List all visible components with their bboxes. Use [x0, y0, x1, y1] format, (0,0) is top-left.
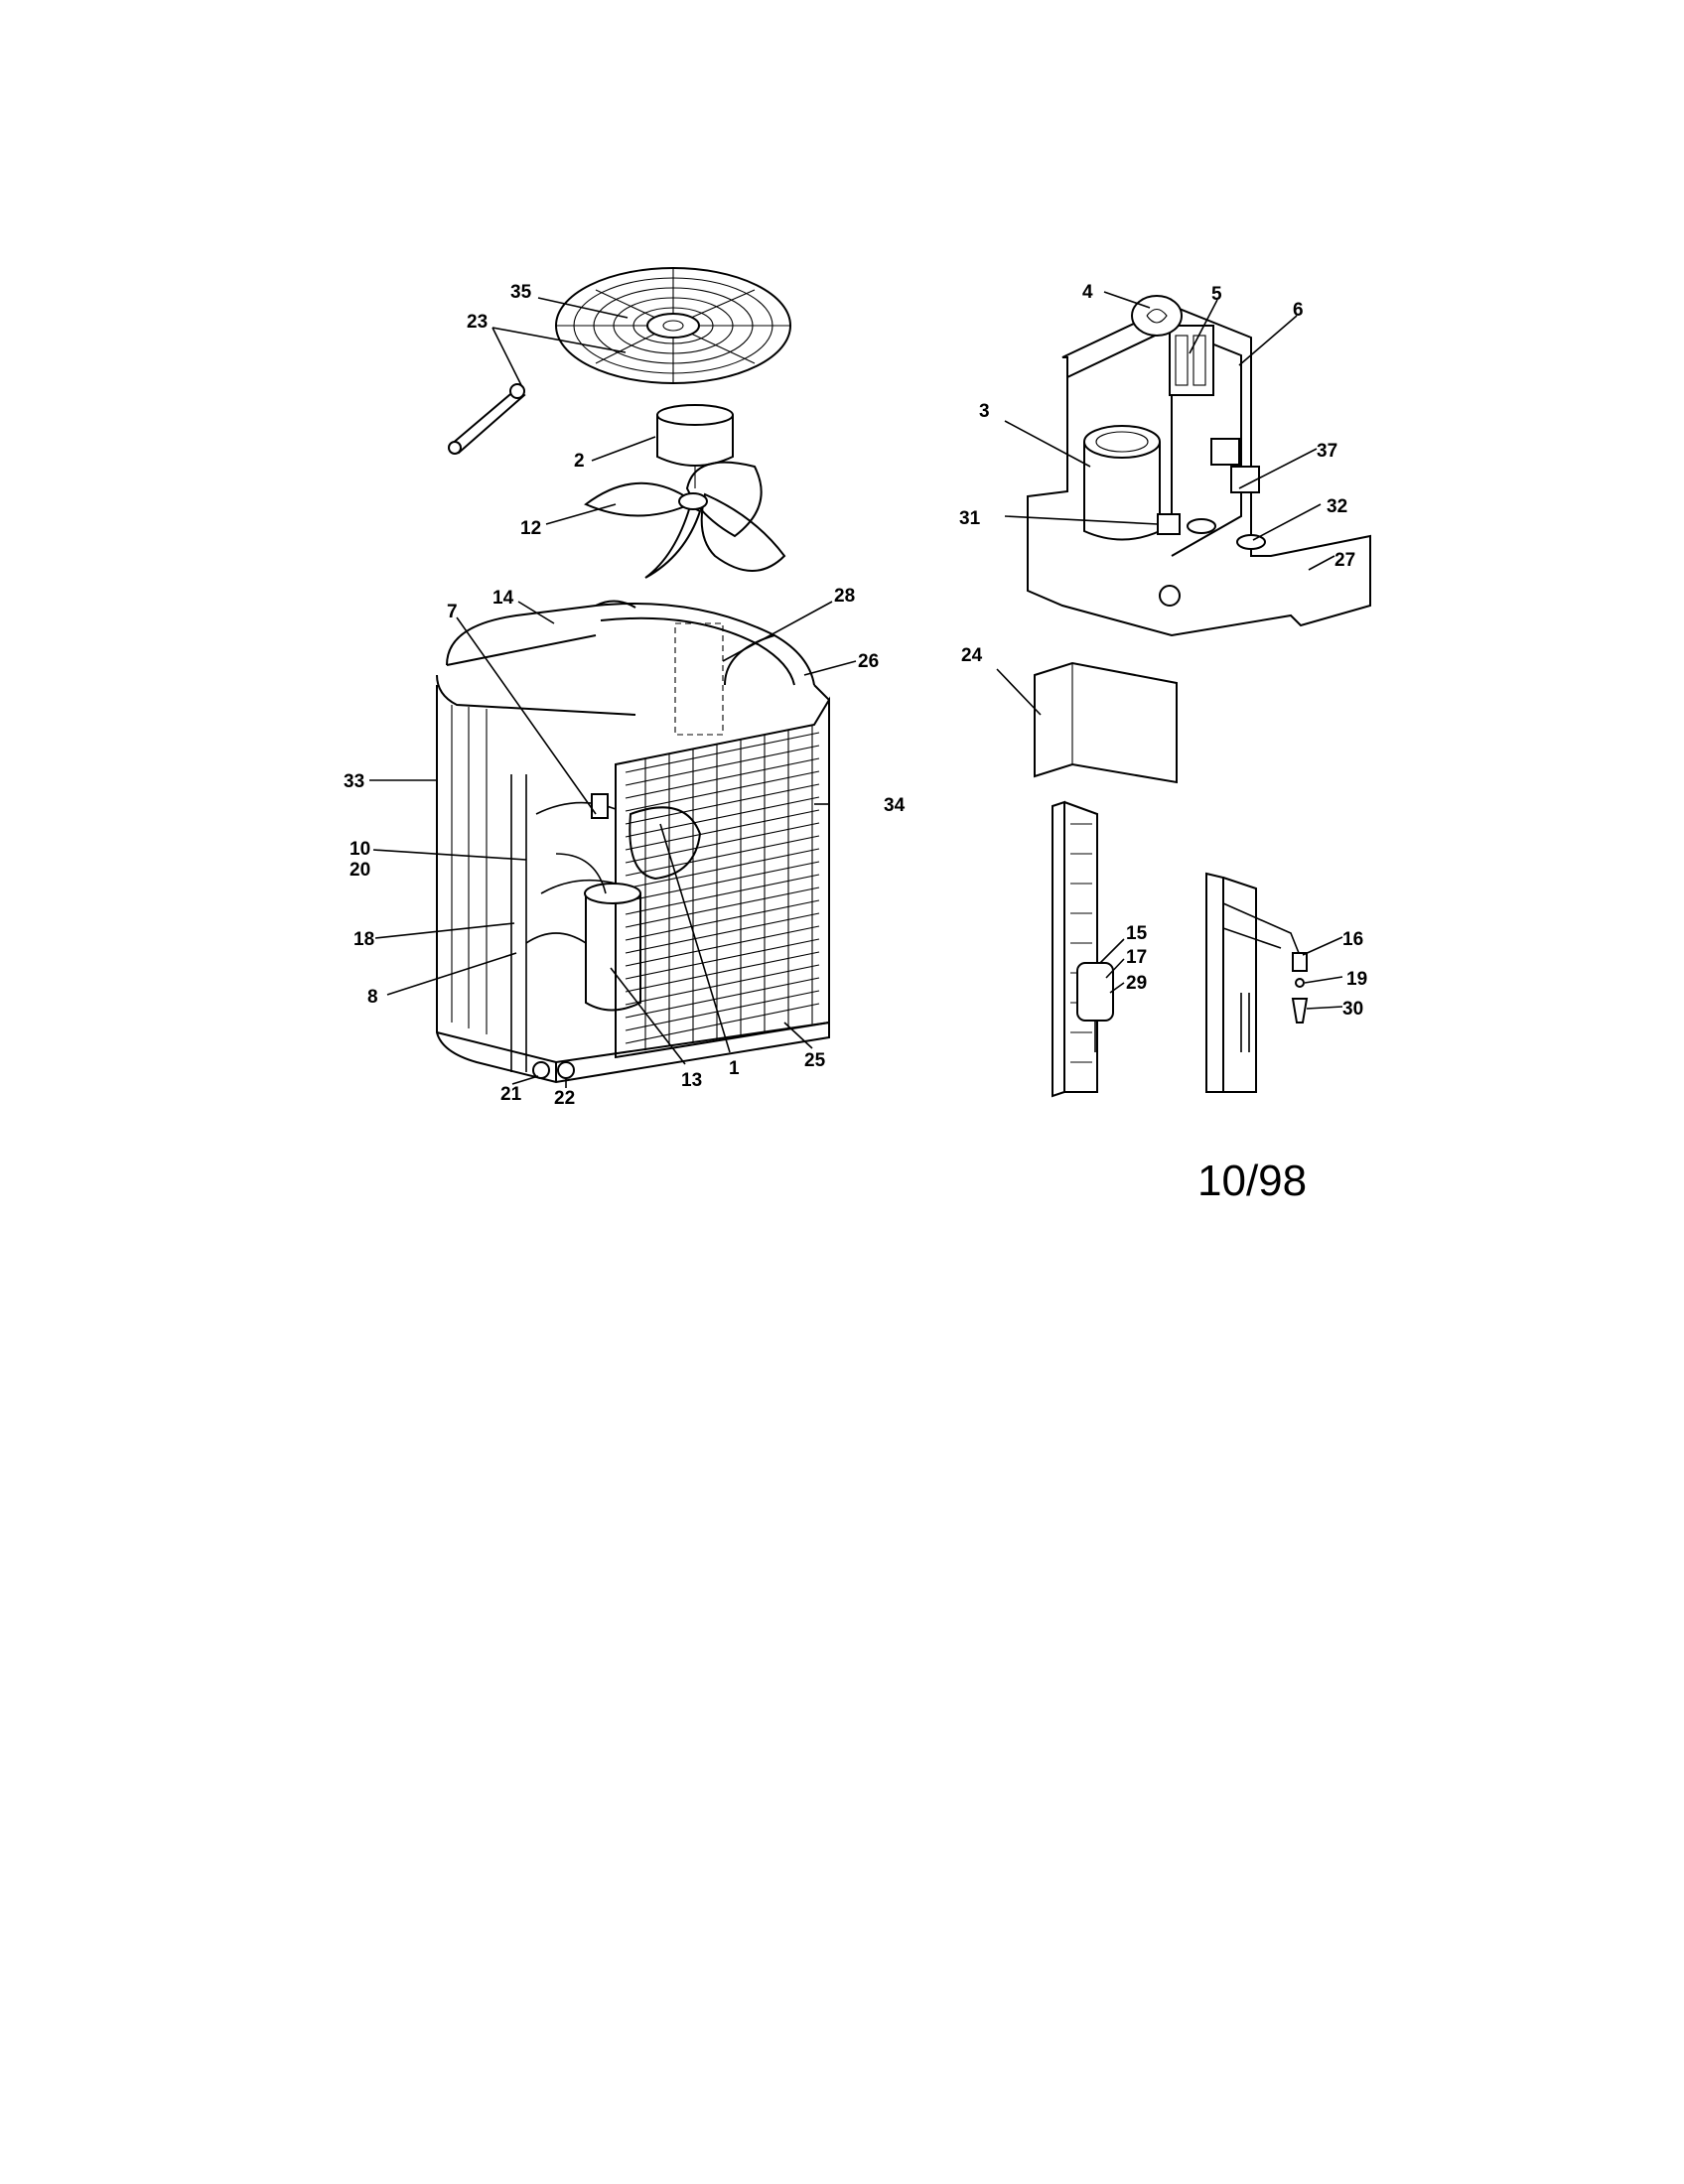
callout-7: 7 — [447, 602, 458, 622]
callout-24: 24 — [961, 645, 983, 666]
callout-26: 26 — [858, 651, 879, 672]
callout-3: 3 — [979, 401, 990, 422]
control-box — [1027, 295, 1371, 637]
revision-date: 10/98 — [1197, 1157, 1307, 1205]
callout-37: 37 — [1317, 441, 1337, 462]
callout-16: 16 — [1342, 929, 1363, 950]
callout-10: 10 — [350, 839, 370, 860]
callout-1: 1 — [729, 1058, 740, 1079]
callout-17: 17 — [1126, 947, 1147, 968]
callout-32: 32 — [1327, 496, 1347, 517]
callout-23: 23 — [467, 312, 488, 333]
callout-labels: 35 23 2 12 14 7 28 26 33 34 10 20 18 8 1… — [344, 282, 1367, 1109]
fan-blade — [584, 461, 786, 579]
callout-33: 33 — [344, 771, 364, 792]
callout-20: 20 — [350, 860, 370, 881]
callout-27: 27 — [1334, 550, 1355, 571]
callout-19: 19 — [1346, 969, 1367, 990]
coil-section-accumulator — [1052, 800, 1114, 1098]
motor-bracket — [448, 383, 526, 455]
callout-14: 14 — [492, 588, 514, 609]
callout-12: 12 — [520, 518, 541, 539]
callout-35: 35 — [510, 282, 532, 303]
callout-21: 21 — [500, 1084, 522, 1105]
callout-18: 18 — [353, 929, 374, 950]
compressor — [510, 774, 702, 1079]
callout-13: 13 — [681, 1070, 702, 1091]
fan-guard — [555, 267, 791, 384]
callout-6: 6 — [1293, 300, 1304, 321]
condenser-cabinet — [436, 684, 830, 1084]
callout-5: 5 — [1211, 284, 1222, 305]
leader-lines — [369, 291, 1343, 1088]
callout-30: 30 — [1342, 999, 1363, 1020]
callout-22: 22 — [554, 1088, 575, 1109]
callout-8: 8 — [367, 987, 378, 1008]
callout-4: 4 — [1082, 282, 1093, 303]
callout-34: 34 — [884, 795, 906, 816]
callout-28: 28 — [834, 586, 855, 607]
callout-25: 25 — [804, 1050, 826, 1071]
top-cover — [436, 600, 815, 736]
coil-fins — [625, 725, 820, 1051]
callout-15: 15 — [1126, 923, 1148, 944]
callout-29: 29 — [1126, 973, 1147, 994]
coil-section-valve — [1205, 872, 1309, 1093]
fan-motor — [656, 404, 734, 488]
callout-2: 2 — [574, 451, 585, 472]
access-panel — [1034, 661, 1178, 784]
callout-31: 31 — [959, 508, 981, 529]
